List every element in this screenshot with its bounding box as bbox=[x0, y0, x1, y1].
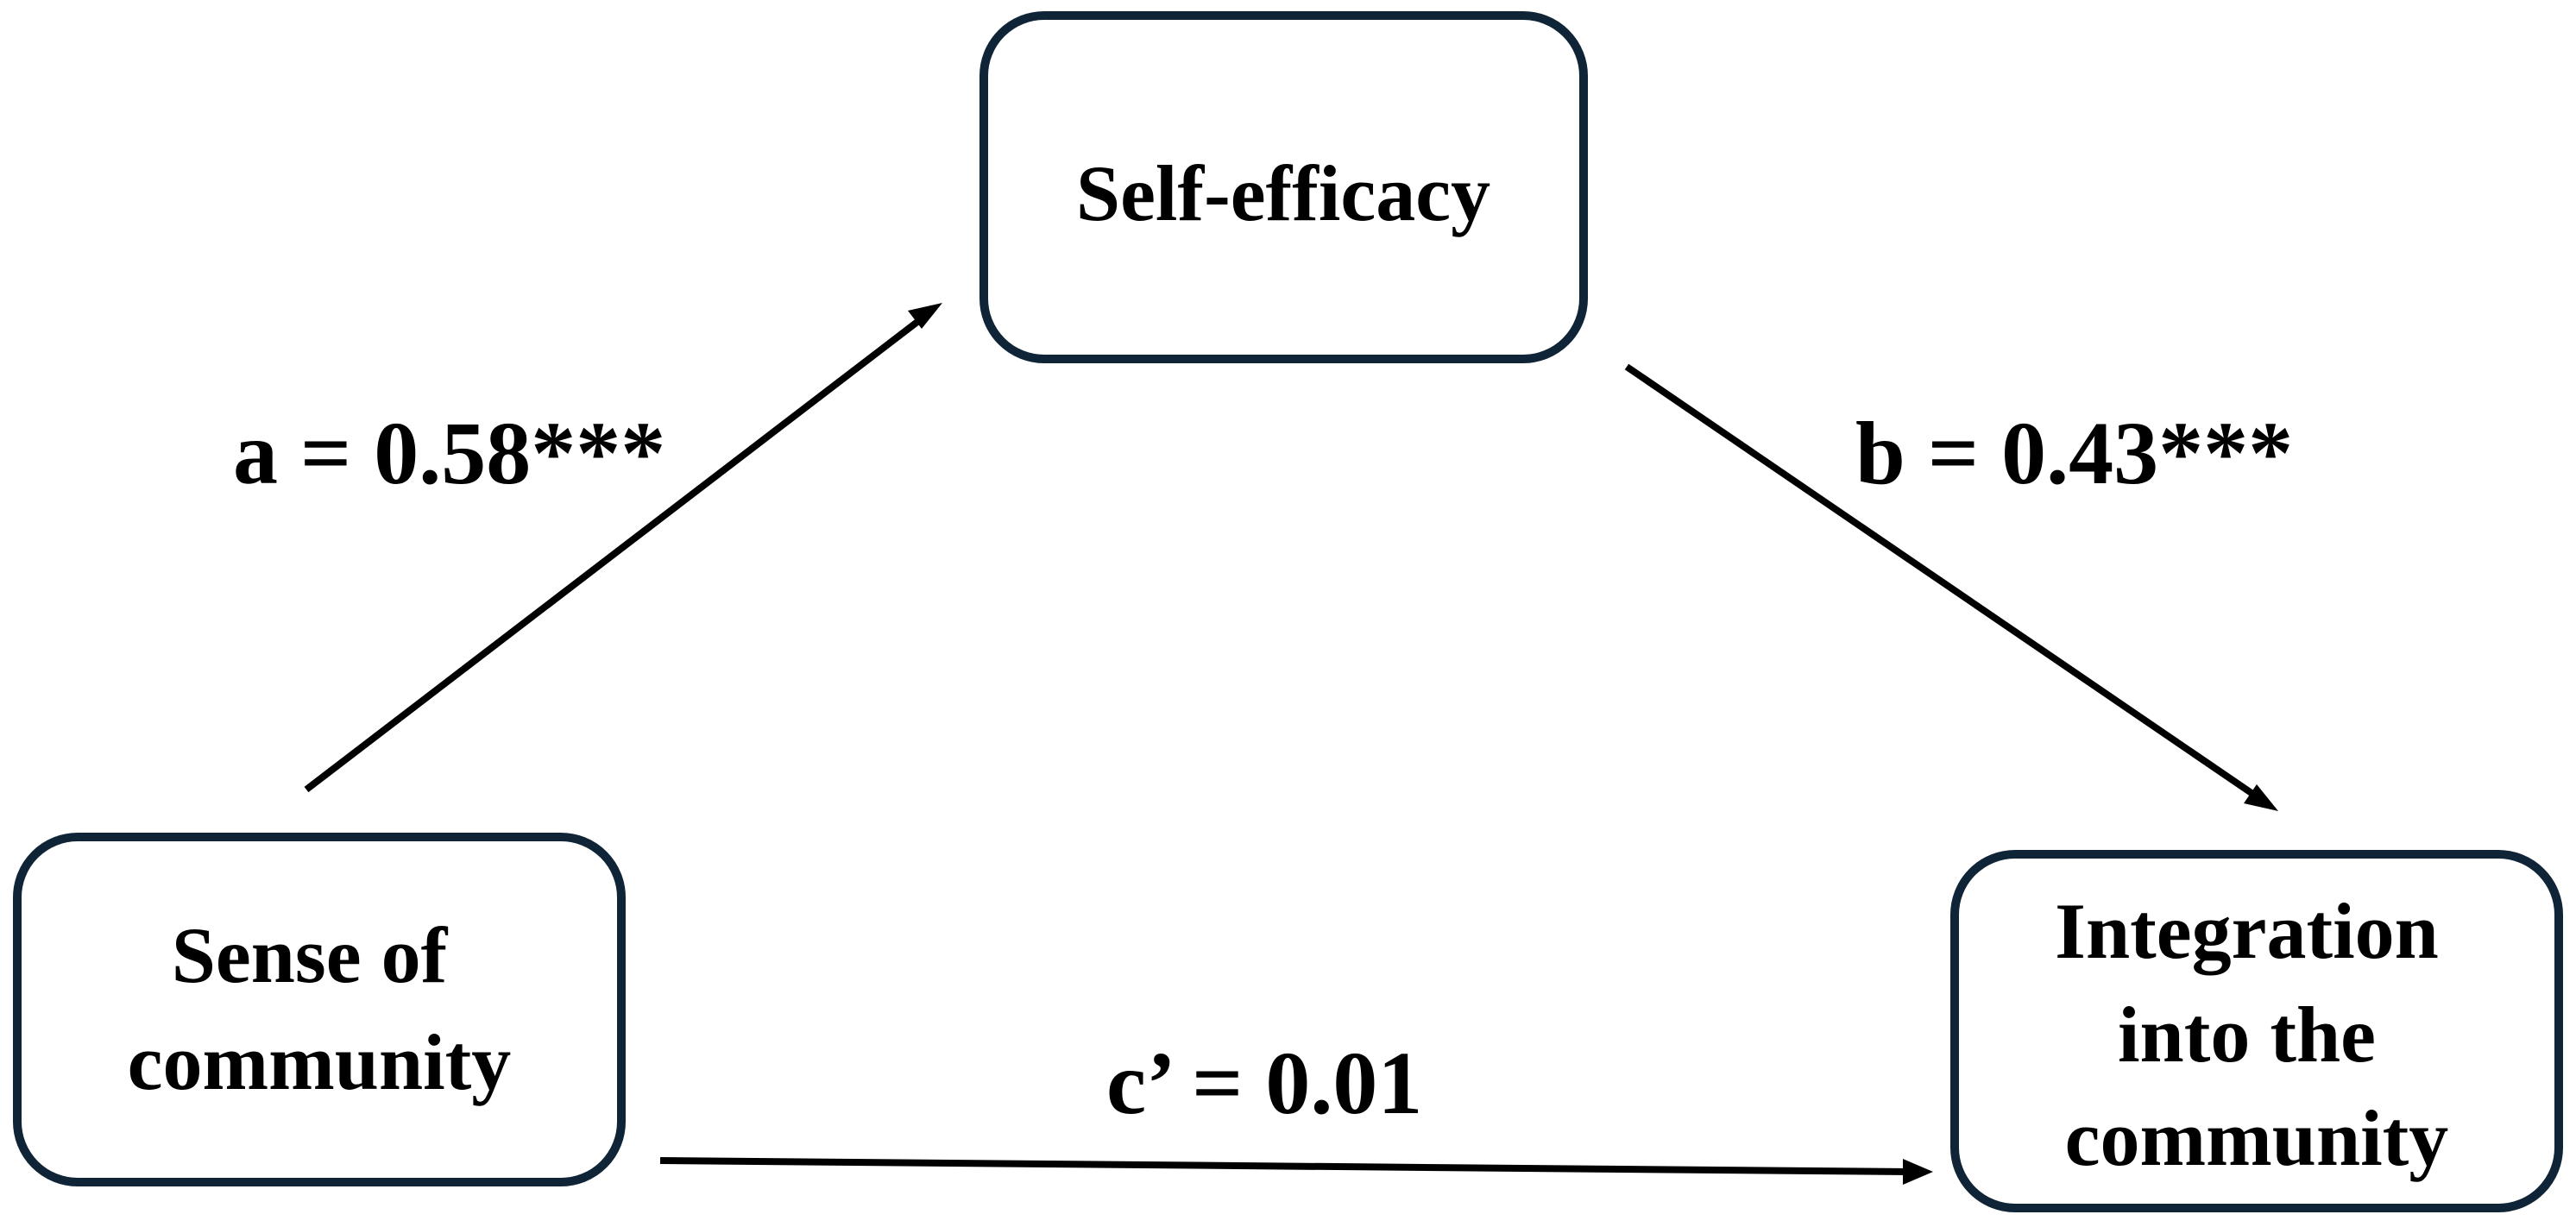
node-integration-box bbox=[1950, 850, 2563, 1212]
path-b: b = 0.43*** bbox=[1624, 363, 2293, 811]
node-integration-line-2: into the bbox=[2118, 991, 2376, 1079]
path-a: a = 0.58*** bbox=[233, 303, 942, 793]
node-sense-of-community-box bbox=[13, 833, 626, 1186]
node-sense-of-community-line-2: community bbox=[128, 1018, 512, 1106]
node-self-efficacy-label: Self-efficacy bbox=[1076, 149, 1490, 237]
node-integration-line-1: Integration bbox=[2055, 887, 2439, 975]
path-b-arrowhead-icon bbox=[2244, 784, 2278, 811]
path-c-prime-label: c’ = 0.01 bbox=[1106, 1034, 1422, 1133]
node-sense-of-community: Sense of community bbox=[13, 833, 626, 1186]
path-c-prime-arrow bbox=[659, 1157, 1912, 1175]
path-b-arrow bbox=[1624, 363, 2268, 806]
path-a-label: a = 0.58*** bbox=[233, 404, 665, 503]
path-a-arrow bbox=[304, 307, 935, 793]
node-self-efficacy: Self-efficacy bbox=[979, 11, 1588, 363]
node-sense-of-community-label: Sense of community bbox=[128, 911, 512, 1106]
node-integration-line-3: community bbox=[2065, 1094, 2449, 1182]
path-c-prime-arrowhead-icon bbox=[1903, 1159, 1933, 1185]
node-self-efficacy-box bbox=[979, 11, 1588, 363]
node-integration-label: Integration into the community bbox=[2055, 887, 2459, 1182]
node-integration: Integration into the community bbox=[1950, 850, 2563, 1212]
path-c-prime: c’ = 0.01 bbox=[659, 1034, 1933, 1185]
path-a-arrowhead-icon bbox=[908, 303, 942, 329]
path-b-label: b = 0.43*** bbox=[1855, 404, 2293, 503]
node-sense-of-community-line-1: Sense of bbox=[172, 911, 449, 999]
